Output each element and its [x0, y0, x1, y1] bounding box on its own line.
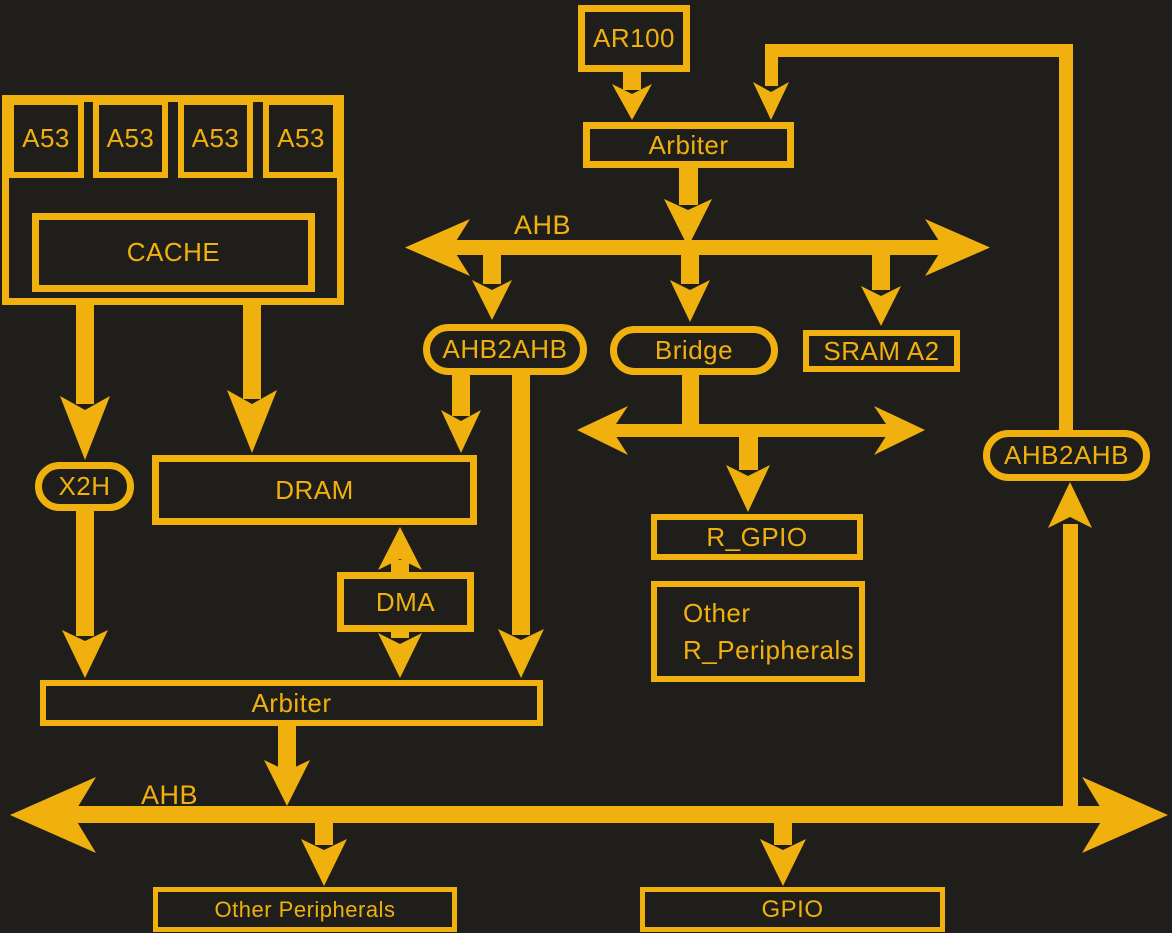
arrow-bus-to-other-peripherals	[301, 821, 347, 886]
ahb-bottom-bus-label: AHB	[141, 780, 199, 810]
dma-box: DMA	[337, 572, 474, 632]
dma-label: DMA	[375, 586, 436, 617]
arrow-dma-to-dram	[378, 527, 422, 574]
arrow-ar100-to-arbiter	[612, 70, 652, 120]
gpio-box: GPIO	[640, 887, 945, 932]
arrow-bus-to-gpio	[760, 821, 806, 886]
ahb2ahb-right-label: AHB2AHB	[1004, 440, 1129, 470]
arrow-bus-to-ahb2ahb-right	[1048, 482, 1092, 808]
arbiter-top-label: Arbiter	[648, 129, 729, 160]
a53-core-3: A53	[178, 99, 253, 178]
arrow-bus-to-bridge	[670, 252, 710, 322]
other-r-peripherals-box: Other R_Peripherals	[651, 581, 865, 682]
arrow-mid-bus-to-r-gpio	[726, 435, 770, 512]
a53-core-4: A53	[263, 99, 339, 178]
r-gpio-box: R_GPIO	[651, 514, 863, 560]
arrow-ahb2ahb-right-to-arbiter	[753, 44, 1073, 434]
bus-mid	[577, 406, 925, 455]
a53-core-1-label: A53	[22, 123, 70, 153]
x2h-label: X2H	[58, 471, 111, 501]
ar100-box: AR100	[578, 5, 690, 72]
ahb2ahb-left-label: AHB2AHB	[442, 334, 568, 364]
other-peripherals-box: Other Peripherals	[153, 887, 457, 932]
other-r-peripherals-line1: Other	[683, 597, 751, 628]
arrow-bridge-to-mid-bus	[682, 372, 699, 426]
cache-box: CACHE	[32, 213, 315, 292]
sram-a2-label: SRAM A2	[823, 335, 940, 366]
arrow-cluster-to-x2h	[60, 304, 110, 460]
arrow-bus-to-sram-a2	[861, 252, 901, 326]
gpio-label: GPIO	[761, 895, 824, 923]
arrow-dma-to-arbiter	[378, 630, 422, 678]
other-r-peripherals-line2: R_Peripherals	[683, 634, 855, 665]
dram-label: DRAM	[275, 474, 354, 505]
arbiter-top-box: Arbiter	[583, 122, 794, 168]
sram-a2-box: SRAM A2	[803, 330, 960, 372]
other-peripherals-label: Other Peripherals	[214, 896, 396, 922]
x2h-pill: X2H	[35, 462, 134, 511]
ar100-label: AR100	[593, 23, 675, 53]
arrow-ahb2ahb-to-dram	[441, 370, 481, 453]
a53-core-4-label: A53	[277, 123, 325, 153]
arrow-cluster-to-dram	[227, 304, 277, 453]
arrow-bus-to-ahb2ahb-left	[472, 252, 512, 320]
bridge-pill: Bridge	[610, 326, 778, 375]
dram-box: DRAM	[152, 455, 477, 525]
bus-ahb-bottom	[10, 777, 1168, 853]
arbiter-bottom-label: Arbiter	[251, 687, 332, 718]
cache-label: CACHE	[126, 237, 221, 267]
arrow-ahb2ahb-to-arbiter-bottom	[498, 370, 544, 678]
arrow-arbiter-to-ahb-bus	[664, 165, 712, 247]
arbiter-bottom-box: Arbiter	[40, 680, 543, 726]
ahb2ahb-right-pill: AHB2AHB	[983, 430, 1150, 481]
ahb-top-bus-label: AHB	[514, 210, 572, 240]
ahb2ahb-left-pill: AHB2AHB	[423, 324, 587, 375]
a53-core-2: A53	[93, 99, 168, 178]
a53-core-3-label: A53	[191, 123, 240, 153]
r-gpio-label: R_GPIO	[706, 521, 808, 552]
cpu-cluster-box	[2, 95, 344, 305]
a53-core-2-label: A53	[106, 123, 155, 153]
bus-ahb-top	[405, 219, 990, 276]
arrow-x2h-to-arbiter	[62, 508, 108, 678]
bridge-label: Bridge	[654, 335, 734, 365]
a53-core-1: A53	[8, 99, 84, 178]
arrow-arbiter-to-bottom-bus	[264, 723, 310, 806]
